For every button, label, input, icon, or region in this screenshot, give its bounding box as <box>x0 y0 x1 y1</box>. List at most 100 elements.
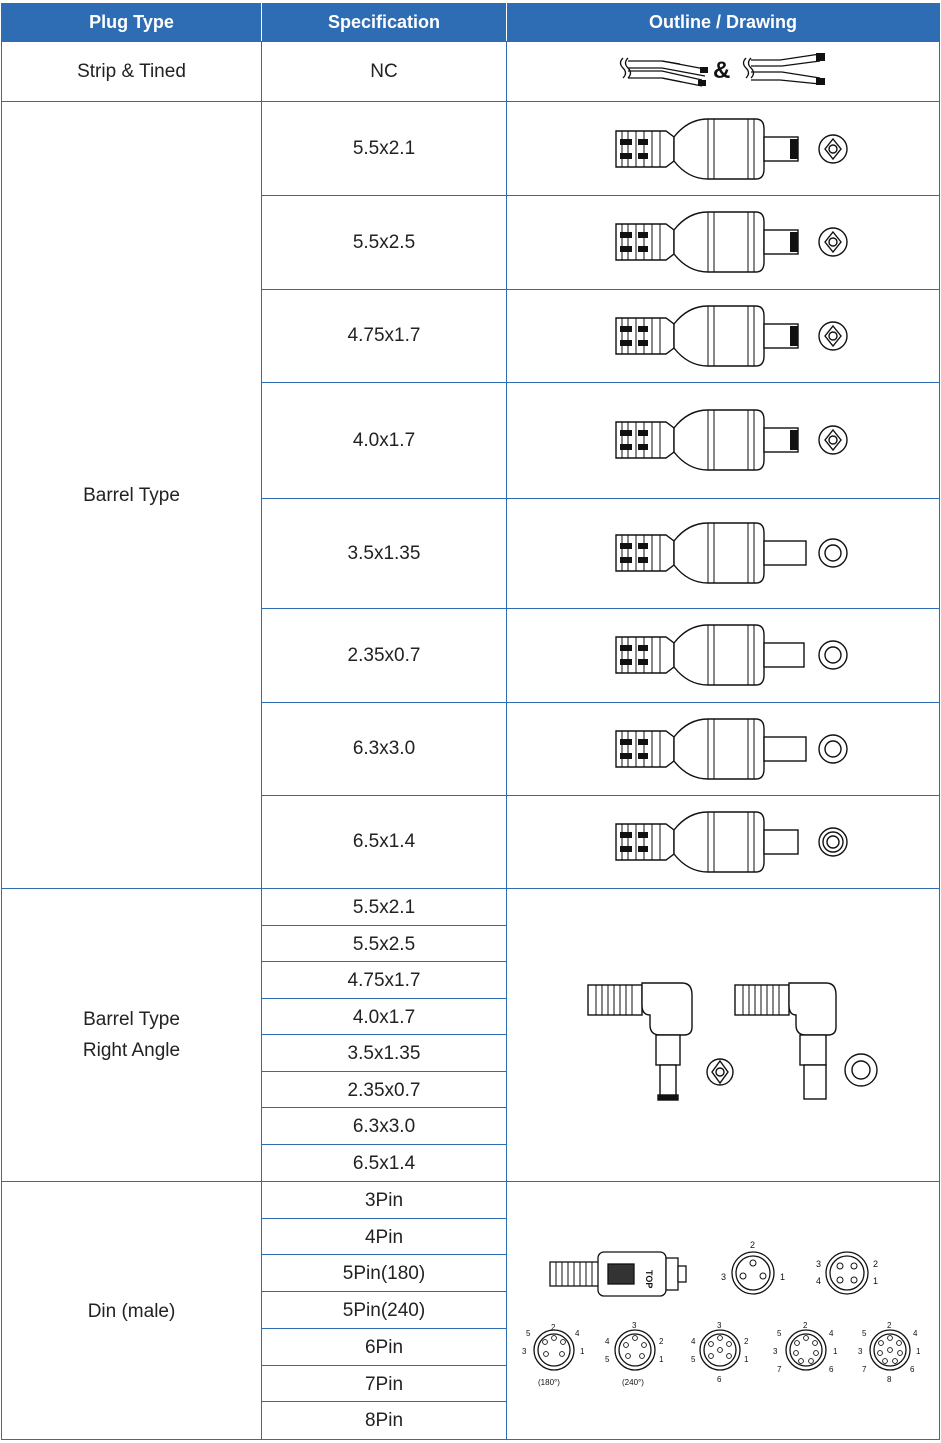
grid-line <box>262 795 939 796</box>
din-spec: 4Pin <box>364 1227 404 1248</box>
din-spec: 7Pin <box>364 1374 404 1395</box>
pin8-label-3: 3 <box>858 1347 863 1356</box>
pin5-240-label-1: 1 <box>659 1355 664 1364</box>
din-drawing: TOP 2 3 1 3 2 4 1 <box>522 1240 921 1387</box>
pin8-label-8: 8 <box>887 1375 892 1384</box>
grid-line <box>1 888 940 889</box>
pin5-180-label-3: 3 <box>522 1347 527 1356</box>
plug-type-barrel: Barrel Type <box>83 484 180 506</box>
grid-line <box>262 498 939 499</box>
pin5-180-caption: (180°) <box>538 1378 560 1387</box>
grid-line <box>262 1365 506 1366</box>
barrel-spec: 5.5x2.5 <box>352 231 416 253</box>
pin3-label-right: 1 <box>780 1272 785 1282</box>
pin4-label-2: 2 <box>873 1259 878 1269</box>
plug-type-din: Din (male) <box>87 1300 176 1322</box>
header-specification: Specification <box>262 3 506 41</box>
din-spec: 5Pin(180) <box>342 1263 426 1284</box>
pin3-label-top: 2 <box>750 1240 755 1250</box>
header-divider <box>506 3 507 41</box>
pin8-label-7: 7 <box>862 1365 867 1374</box>
right-angle-spec: 2.35x0.7 <box>347 1080 421 1101</box>
grid-line <box>262 1034 506 1035</box>
pin5-180-label-2: 2 <box>551 1323 556 1332</box>
pin5-240-label-4: 4 <box>605 1337 610 1346</box>
pin6-label-2: 2 <box>744 1337 749 1346</box>
right-angle-line2: Right Angle <box>82 1040 181 1061</box>
pin8-label-5: 5 <box>862 1329 867 1338</box>
pin5-240-label-3: 3 <box>632 1321 637 1330</box>
grid-line <box>262 1401 506 1402</box>
pin7-label-2: 2 <box>803 1321 808 1330</box>
barrel-spec: 4.0x1.7 <box>352 429 416 451</box>
pin6-label-6: 6 <box>717 1375 722 1384</box>
right-angle-drawing <box>587 982 878 1101</box>
right-angle-spec: 3.5x1.35 <box>347 1043 421 1064</box>
din-spec: 3Pin <box>364 1190 404 1211</box>
grid-line <box>262 1218 506 1219</box>
din-spec: 8Pin <box>364 1410 404 1431</box>
grid-line <box>1 41 940 42</box>
pin7-label-7: 7 <box>777 1365 782 1374</box>
barrel-plug-drawing <box>615 409 848 471</box>
grid-line <box>262 289 939 290</box>
barrel-spec: 3.5x1.35 <box>347 542 421 564</box>
barrel-plug-drawing <box>615 211 848 273</box>
right-angle-spec: 6.3x3.0 <box>352 1116 416 1137</box>
grid-line <box>262 702 939 703</box>
grid-line <box>262 1291 506 1292</box>
barrel-plug-drawing <box>615 522 848 584</box>
right-angle-spec: 5.5x2.1 <box>352 897 416 918</box>
pin8-label-2: 2 <box>887 1321 892 1330</box>
pin4-label-1: 3 <box>816 1259 821 1269</box>
grid-line <box>262 195 939 196</box>
plug-type-right-angle: Barrel Type Right Angle <box>2 889 261 1181</box>
right-angle-line1: Barrel Type <box>83 1009 180 1030</box>
pin5-180-label-5: 5 <box>526 1329 531 1338</box>
pin7-label-5: 5 <box>777 1329 782 1338</box>
grid-line <box>262 1107 506 1108</box>
header-plug-type: Plug Type <box>2 3 261 41</box>
right-angle-spec: 4.75x1.7 <box>347 970 421 991</box>
pin6-label-3: 3 <box>717 1321 722 1330</box>
grid-line <box>262 1071 506 1072</box>
barrel-spec: 4.75x1.7 <box>347 325 421 346</box>
pin8-label-4: 4 <box>913 1329 918 1338</box>
grid-line <box>1 1181 940 1182</box>
barrel-plug-drawing <box>615 304 848 367</box>
pin5-180-label-1: 1 <box>580 1347 585 1356</box>
din-spec: 5Pin(240) <box>342 1300 426 1321</box>
barrel-spec: 2.35x0.7 <box>347 644 421 666</box>
pin7-label-3: 3 <box>773 1347 778 1356</box>
pin8-label-6: 6 <box>910 1365 915 1374</box>
strip-tined-drawing: & <box>619 53 825 87</box>
pin5-240-label-2: 2 <box>659 1337 664 1346</box>
grid-line <box>262 961 506 962</box>
pin7-label-1: 1 <box>833 1347 838 1356</box>
spec-nc: NC <box>370 60 398 82</box>
din-top-label: TOP <box>644 1270 654 1288</box>
grid-line <box>262 925 506 926</box>
barrel-spec: 6.3x3.0 <box>352 738 416 759</box>
grid-line <box>262 998 506 999</box>
grid-line <box>1 101 940 102</box>
header-outline-drawing: Outline / Drawing <box>507 3 939 41</box>
barrel-plug-drawing <box>615 717 848 780</box>
barrel-plug-drawing <box>615 624 848 686</box>
pin5-240-caption: (240°) <box>622 1378 644 1387</box>
grid-line <box>262 1144 506 1145</box>
pin5-180-label-4: 4 <box>575 1329 580 1338</box>
ampersand-label: & <box>713 57 730 84</box>
pin5-240-label-5: 5 <box>605 1355 610 1364</box>
barrel-spec: 6.5x1.4 <box>352 831 416 852</box>
pin7-label-6: 6 <box>829 1365 834 1374</box>
grid-line <box>1 1439 940 1440</box>
right-angle-spec: 4.0x1.7 <box>352 1007 416 1028</box>
pin6-label-5: 5 <box>691 1355 696 1364</box>
pin6-label-4: 4 <box>691 1337 696 1346</box>
pin8-label-1: 1 <box>916 1347 921 1356</box>
grid-line <box>262 608 939 609</box>
pin6-label-1: 1 <box>744 1355 749 1364</box>
pin3-label-left: 3 <box>721 1272 726 1282</box>
